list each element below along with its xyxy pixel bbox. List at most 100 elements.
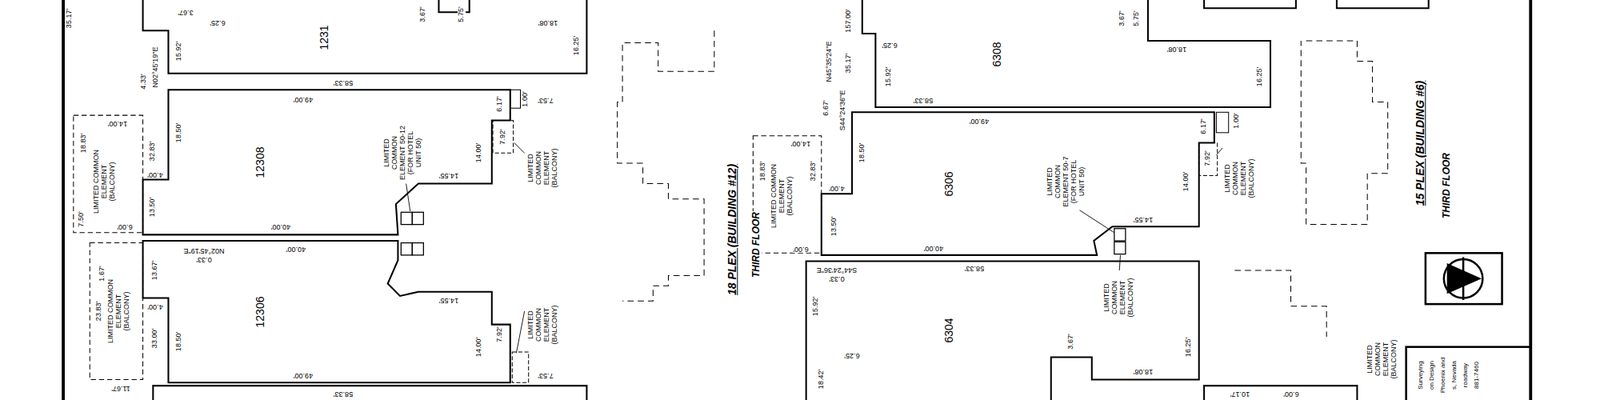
dimension-label: 3.67' [177, 8, 195, 16]
dimension-label: 49.00' [292, 95, 314, 104]
dimension-label: 4.00' [146, 170, 164, 179]
dimension-label: 13.67' [151, 260, 160, 281]
title-block-box [1406, 347, 1532, 400]
title-block-text: roadway [1461, 362, 1469, 388]
unit-number: 1231 [317, 25, 331, 51]
title-block-text: Surveying [1416, 360, 1424, 392]
dimension-label: 4.00' [146, 302, 164, 311]
dimension-label: 7.53' [537, 371, 555, 380]
unit-outline [143, 89, 511, 235]
balcony-outline [510, 89, 521, 108]
dimension-label: 18.50' [176, 122, 184, 144]
dimension-label: 23.83' [95, 300, 104, 322]
dimension-label: 7.53' [537, 96, 555, 104]
dimension-label: 4.33' [140, 72, 148, 90]
dimension-label: 6.00' [1282, 389, 1300, 398]
dimension-label: 58.33' [332, 78, 353, 87]
balcony-outline [1199, 143, 1218, 176]
balcony-outline [89, 243, 143, 380]
building-footprint [1234, 270, 1327, 337]
dimension-label: 3.67' [419, 5, 428, 23]
dimension-label: 1.00' [521, 90, 530, 108]
dimension-label: 0.33' [195, 255, 212, 264]
dimension-label: 6.25' [843, 351, 860, 360]
dimension-label: N02°45'19"E [152, 46, 160, 89]
dimension-label: 18.50' [858, 142, 867, 164]
unit-outline [821, 112, 1215, 256]
common-element-box [400, 243, 412, 256]
dimension-label: 14.55' [1132, 215, 1153, 224]
dimension-label: 7.92' [1204, 149, 1212, 167]
unit-number: 6306 [942, 171, 956, 196]
dimension-label: 13.50' [148, 196, 157, 218]
dimension-label: 0.33' [828, 274, 845, 283]
dimension-label: 15.92' [176, 40, 184, 62]
callout-note: LIMITED COMMON ELEMENT 50-12 (FOR HOTEL … [383, 124, 423, 181]
dimension-label: 18.42' [817, 368, 826, 390]
dimension-label: 32.83' [809, 160, 818, 182]
unit-outline [1204, 385, 1357, 400]
dimension-label: 58.33' [332, 389, 353, 398]
unit-outline [862, 0, 1271, 108]
dimension-label: 5.75' [457, 5, 466, 23]
common-element-box [1114, 228, 1126, 241]
leader-line [1119, 255, 1120, 271]
dimension-label: 6.25' [208, 18, 226, 27]
dimension-label: 6.17' [496, 95, 504, 112]
dimension-label: 15.92' [812, 296, 820, 317]
dimension-label: 6.00' [792, 244, 810, 253]
dimension-label: 14.55' [438, 171, 460, 180]
unit-outline [1204, 0, 1296, 8]
unit-number: 6304 [942, 318, 956, 344]
dimension-label: S44°24'36"E [839, 88, 848, 132]
dimension-label: 6.00' [116, 222, 133, 231]
dimension-label: 14.00' [107, 119, 128, 128]
callout-note: LIMITED COMMON ELEMENT 50-7 (FOR HOTEL U… [1046, 153, 1086, 210]
dimension-label: 49.00' [968, 116, 990, 125]
dimension-label: 7.92' [496, 326, 504, 344]
callout-note: LIMITED COMMON ELEMENT (BALCONY) [1367, 338, 1400, 380]
dimension-label: 7.92' [499, 128, 508, 145]
dimension-label: 40.00' [270, 222, 292, 231]
callout-note: LIMITED COMMON ELEMENT (BALCONY) [1224, 157, 1256, 200]
dimension-label: 14.55' [438, 296, 460, 304]
sheet-title: 18 PLEX (BUILDING #12) [726, 163, 739, 296]
dimension-label: S44°24'36"E [816, 265, 859, 274]
leader-line [406, 184, 411, 212]
dimension-label: 33.00' [151, 328, 160, 349]
dimension-label: N02°45'19"E [183, 246, 226, 255]
balcony-outline [512, 352, 528, 383]
unit-area: 1231 [168, 2, 480, 74]
dimension-label: 3.67' [1067, 333, 1076, 351]
unit-area: 12308 [168, 89, 352, 235]
common-element-box [412, 243, 424, 256]
dimension-label: 14.00' [476, 336, 484, 358]
dimension-label: 6.25' [881, 40, 899, 49]
title-block-text: Phoenix and [1439, 356, 1447, 394]
title-block-text: s, Nevada [1450, 360, 1458, 391]
dimension-label: 32.83' [148, 140, 157, 162]
callout-note: LIMITED COMMON ELEMENT (BALCONY) [527, 304, 560, 346]
leader-line [514, 143, 525, 154]
dimension-label: 6.67' [822, 100, 831, 117]
dimension-label: 3.67' [1118, 9, 1127, 27]
dimension-label: 18.08' [1166, 44, 1188, 53]
sheet-border [61, 0, 65, 400]
dimension-label: 18.50' [176, 331, 184, 352]
sheet-title: 15 PLEX (BUILDING #6) [1414, 79, 1427, 206]
dimension-label: 11.67' [110, 384, 132, 392]
unit-outline [806, 261, 1200, 400]
dimension-label: 157.00' [844, 8, 853, 33]
dimension-label: 35.17' [65, 8, 74, 29]
balcony-outline [1216, 112, 1228, 133]
dimension-label: 1.00' [1232, 112, 1241, 129]
dimension-label: 4.00' [828, 184, 845, 192]
dimension-label: 1.67' [98, 264, 107, 282]
dimension-label: 5.75' [1132, 9, 1141, 27]
dimension-label: 14.00' [790, 139, 812, 148]
balcony-outline [752, 136, 821, 254]
dimension-label: 7.50' [77, 211, 86, 228]
dimension-label: 6.17' [1200, 118, 1208, 136]
